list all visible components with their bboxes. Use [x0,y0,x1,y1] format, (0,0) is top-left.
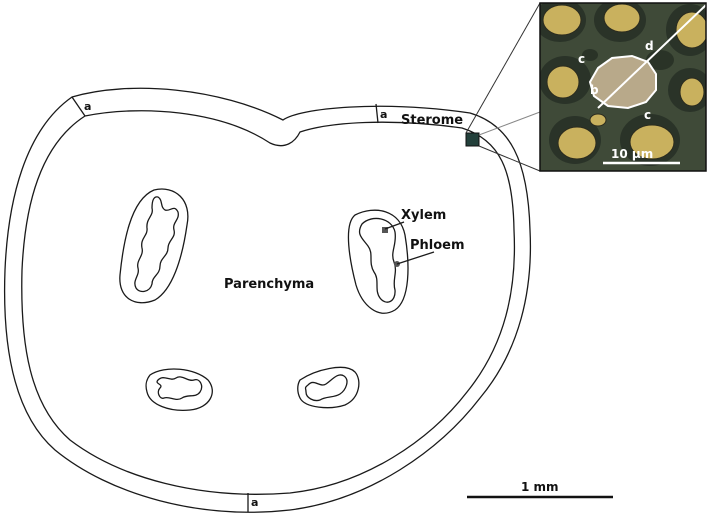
inset-label-c-lower: c [644,108,651,122]
inset-label-d: d [645,39,654,53]
sterome-inner-outline [21,110,516,495]
inset-micrograph [540,3,706,171]
label-phloem: Phloem [410,238,465,253]
zoom-connector-middle [478,111,541,136]
sterome-tick-top-right [375,103,379,124]
outer-outline [3,87,532,513]
phloem-leader-line [396,251,435,265]
xylem-marker [382,227,388,233]
inset-frame [539,2,707,172]
vascular-bundle-upper-left [119,188,189,304]
inset-diameter-line [597,4,706,109]
label-a-top-right: a [380,108,387,121]
inset-label-c-upper: c [578,52,585,66]
label-sterome: Sterome [401,113,463,128]
vascular-bundle-lower-left [145,368,213,411]
label-a-bottom: a [251,496,258,509]
inset-scale-bar-label: 10 µm [611,147,653,161]
vascular-bundle-upper-right [347,209,435,314]
vascular-bundle-lower-right [297,366,360,409]
sterome-tick-top-left [71,96,86,117]
label-a-top-left: a [84,100,91,113]
label-parenchyma: Parenchyma [224,277,314,292]
label-xylem: Xylem [401,208,446,223]
inset-label-b: b [590,83,599,97]
xylem-leader-line [384,221,405,230]
scale-bar-main-label: 1 mm [521,480,559,494]
zoom-connector-upper [465,2,541,134]
zoom-connector-lower [478,145,541,172]
zoom-region-marker [465,132,480,147]
